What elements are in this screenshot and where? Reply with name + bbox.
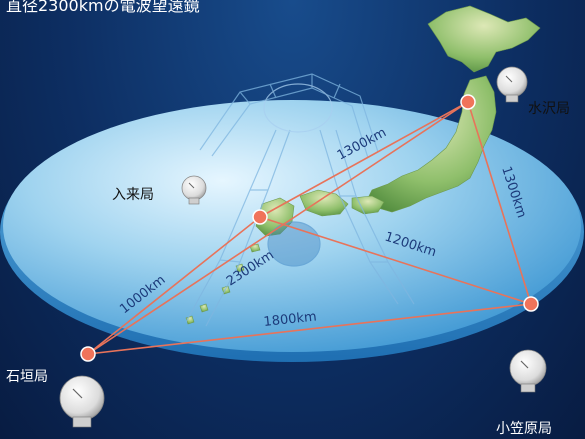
baseline-mizusawa-ogasawara bbox=[467, 101, 532, 305]
antenna-icon-ishigaki bbox=[59, 375, 105, 428]
station-label-ishigaki: 石垣局 bbox=[6, 369, 48, 385]
baseline-ishigaki-mizusawa bbox=[87, 101, 469, 355]
antenna-icon-iriki bbox=[181, 175, 207, 205]
station-point-ishigaki bbox=[80, 346, 96, 362]
baselines bbox=[87, 101, 532, 355]
station-points bbox=[80, 94, 539, 362]
station-label-iriki: 入来局 bbox=[112, 187, 154, 203]
baseline-iriki-ogasawara bbox=[259, 216, 532, 305]
station-label-ogasawara: 小笠原局 bbox=[496, 421, 552, 437]
japan-map bbox=[185, 5, 541, 325]
station-label-mizusawa: 水沢局 bbox=[528, 101, 570, 117]
baseline-ishigaki-ogasawara bbox=[87, 303, 532, 355]
antenna-icon-ogasawara bbox=[509, 349, 547, 393]
station-point-mizusawa bbox=[460, 94, 476, 110]
distance-label-ishigaki-ogasawara: 1800km bbox=[263, 309, 318, 329]
antenna-icon-mizusawa bbox=[496, 66, 528, 103]
figure-title: 直径2300kmの電波望遠鏡 bbox=[6, 0, 200, 15]
station-point-iriki bbox=[252, 209, 268, 225]
telescope-structure bbox=[185, 73, 415, 327]
baseline-ishigaki-iriki bbox=[87, 216, 261, 355]
station-point-ogasawara bbox=[523, 296, 539, 312]
baseline-iriki-mizusawa bbox=[259, 101, 469, 218]
